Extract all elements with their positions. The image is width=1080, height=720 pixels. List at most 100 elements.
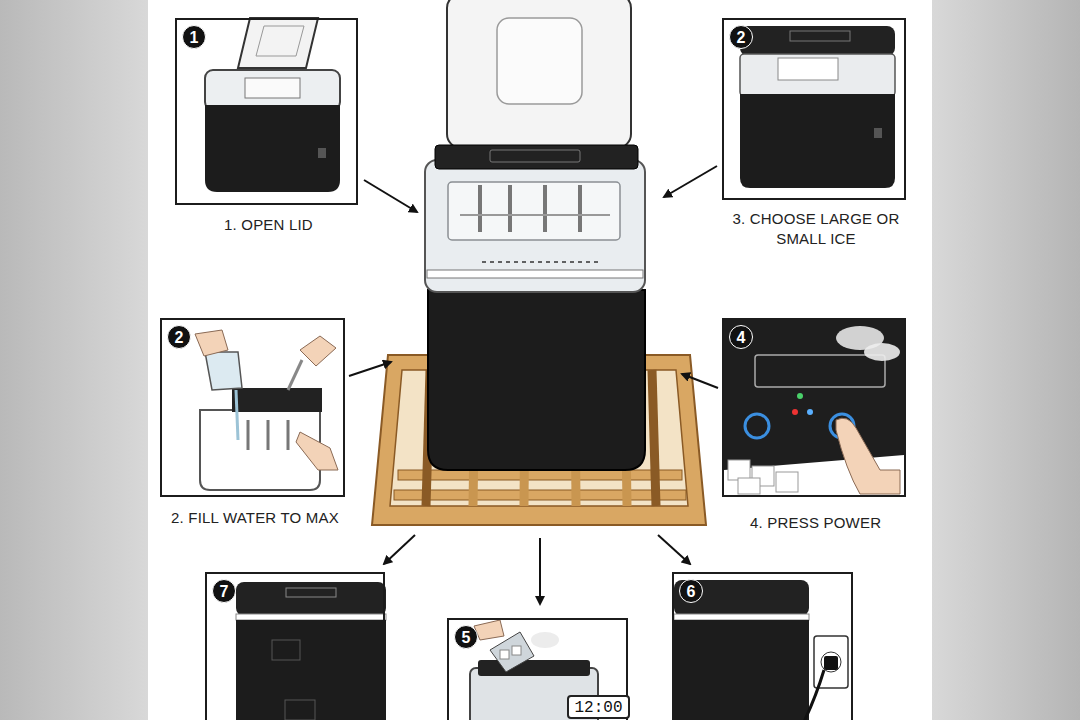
fill-water-art xyxy=(300,336,336,366)
ice-maker xyxy=(497,18,582,104)
fill-water-art xyxy=(247,420,250,450)
control-panel-art xyxy=(724,320,904,470)
closed-maker-art xyxy=(874,128,882,138)
open-lid-art xyxy=(205,18,340,192)
bamboo-tray xyxy=(652,370,656,506)
closed-maker-front-art xyxy=(236,614,386,620)
fill-water-art xyxy=(205,352,242,390)
ice-maker xyxy=(490,150,580,162)
control-panel-art xyxy=(728,460,750,480)
closed-maker-art xyxy=(740,54,895,96)
fill-water-art xyxy=(195,330,338,490)
scoop-ice-art xyxy=(490,632,534,672)
flow-arrows xyxy=(682,374,718,388)
ice-maker xyxy=(448,182,620,240)
callout-number: 2 xyxy=(167,325,191,349)
plugged-maker-art xyxy=(800,670,824,720)
fill-water-art xyxy=(236,390,238,440)
ice-maker xyxy=(478,185,482,232)
control-panel-art xyxy=(745,414,769,438)
callout-number: 2 xyxy=(729,25,753,49)
plugged-maker-art xyxy=(674,580,809,616)
step-caption: 2. FILL WATER TO MAX xyxy=(169,508,341,528)
callout-number: 1 xyxy=(182,25,206,49)
control-panel-art xyxy=(836,418,900,494)
plugged-maker-art xyxy=(821,652,841,672)
side-bands xyxy=(932,0,1080,720)
control-panel-art xyxy=(792,409,798,415)
plugged-maker-art xyxy=(814,636,848,688)
bamboo-tray xyxy=(398,470,682,480)
flow-arrows xyxy=(658,535,690,564)
ice-maker xyxy=(543,185,547,232)
open-lid-art xyxy=(205,105,340,192)
open-lid-art xyxy=(245,78,300,98)
fill-water-art xyxy=(296,432,338,470)
ice-maker xyxy=(425,160,645,292)
ice-maker xyxy=(447,0,631,148)
closed-maker-front-art xyxy=(236,582,386,720)
flow-arrows xyxy=(384,535,415,564)
open-lid-art xyxy=(238,18,318,68)
ice-maker xyxy=(508,185,512,232)
closed-maker-art xyxy=(778,58,838,80)
fill-water-art xyxy=(288,360,302,390)
step-caption: 1. OPEN LID xyxy=(222,215,315,235)
closed-maker-art xyxy=(790,31,850,41)
clock-text: 12:00 xyxy=(574,698,623,718)
callout-number: 6 xyxy=(679,579,703,603)
control-panel-art xyxy=(776,472,798,492)
closed-maker-art xyxy=(740,26,895,188)
control-panel-art xyxy=(797,393,803,399)
bamboo-tray xyxy=(394,490,686,500)
scoop-ice-art xyxy=(500,650,509,659)
callout-number: 7 xyxy=(212,579,236,603)
closed-maker-art xyxy=(740,94,895,188)
plugged-maker-art xyxy=(674,620,809,720)
control-panel-art xyxy=(864,343,900,361)
open-lid-art xyxy=(318,148,326,158)
side-bands xyxy=(0,0,148,720)
callout-number: 4 xyxy=(729,325,753,349)
fill-water-art xyxy=(195,330,228,356)
scoop-ice-art xyxy=(512,646,521,655)
closed-maker-front-art xyxy=(285,700,315,720)
closed-maker-front-art xyxy=(286,588,336,597)
ice-maker xyxy=(578,185,582,232)
closed-maker-art xyxy=(740,26,895,56)
ice-maker xyxy=(482,261,598,263)
step-panel: 6 xyxy=(672,572,853,720)
plugged-maker-art xyxy=(824,656,838,670)
scoop-ice-art xyxy=(531,632,559,648)
ice-maker xyxy=(460,214,610,216)
control-panel-art xyxy=(724,320,904,494)
closed-maker-front-art xyxy=(236,582,386,616)
ice-maker xyxy=(425,0,645,470)
step-caption: 4. PRESS POWER xyxy=(748,513,883,533)
open-lid-art xyxy=(256,26,304,56)
control-panel-art xyxy=(807,409,813,415)
callout-number: 5 xyxy=(454,625,478,649)
ice-maker xyxy=(427,270,643,278)
step-panel: 23. CHOOSE LARGE OR SMALL ICE xyxy=(722,18,906,200)
step-panel: 5 12:00 xyxy=(447,618,628,720)
clock-display: 12:00 xyxy=(567,695,630,719)
step-panel: 11. OPEN LID xyxy=(175,18,358,205)
plugged-maker-art xyxy=(674,580,848,720)
flow-arrows xyxy=(364,180,417,212)
flow-arrows xyxy=(539,538,541,604)
ice-maker xyxy=(428,290,645,470)
flow-arrows xyxy=(349,362,391,376)
control-panel-art xyxy=(738,478,760,494)
step-caption: 3. CHOOSE LARGE OR SMALL ICE xyxy=(728,209,904,249)
scoop-ice-art xyxy=(478,660,590,676)
ice-maker xyxy=(435,145,638,169)
flow-arrows xyxy=(664,166,717,197)
plugged-maker-art xyxy=(674,614,809,620)
fill-water-art xyxy=(232,388,322,412)
flow-arrows xyxy=(349,166,718,604)
closed-maker-front-art xyxy=(236,620,386,720)
control-panel-art xyxy=(755,355,885,387)
